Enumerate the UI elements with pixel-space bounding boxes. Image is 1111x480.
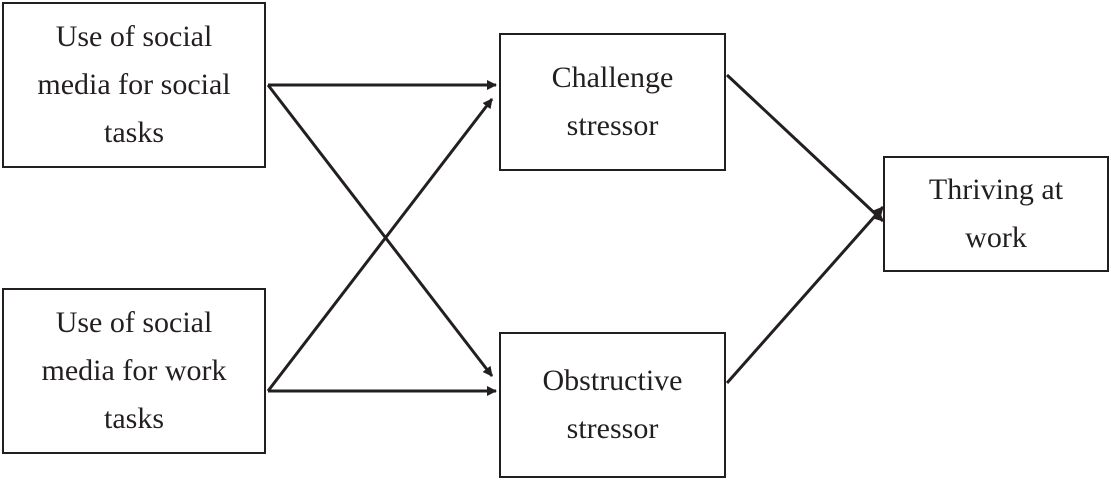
node-work-tasks-label: Use of social media for work tasks — [41, 306, 227, 435]
node-challenge-stressor-label: Challenge stressor — [551, 61, 674, 142]
arrow-challenge-to-thriving — [725, 73, 885, 223]
node-obstructive-stressor: Obstructive stressor — [499, 332, 726, 478]
arrow-social-tasks-to-obstructive — [266, 84, 494, 377]
node-obstructive-stressor-label: Obstructive stressor — [542, 364, 683, 445]
arrow-obstructive-to-thriving — [725, 206, 885, 384]
node-thriving-at-work-label: Thriving at work — [928, 173, 1064, 254]
node-challenge-stressor: Challenge stressor — [499, 33, 726, 171]
node-social-tasks: Use of social media for social tasks — [2, 2, 266, 168]
arrow-work-tasks-to-challenge — [266, 98, 494, 392]
node-work-tasks: Use of social media for work tasks — [2, 288, 266, 454]
node-social-tasks-label: Use of social media for social tasks — [37, 20, 231, 149]
node-thriving-at-work: Thriving at work — [883, 156, 1109, 272]
